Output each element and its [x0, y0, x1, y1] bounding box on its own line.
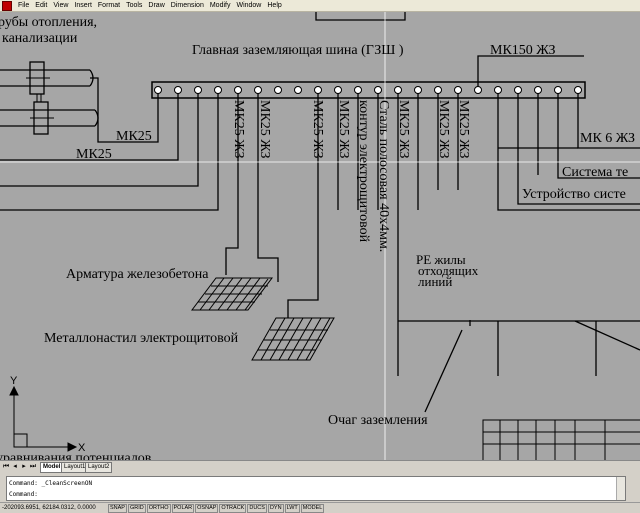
label-mk6: МК 6 ЖЗ — [580, 131, 635, 146]
label-mk25zh-3: МК25 ЖЗ — [310, 100, 325, 159]
command-scrollbar[interactable] — [616, 477, 625, 500]
osnap-toggle[interactable]: OSNAP — [195, 503, 219, 513]
label-system-te: Система те — [562, 165, 628, 180]
label-equalization: уравнивания потенциалов — [0, 451, 152, 460]
label-mk25zh-7: МК25 ЖЗ — [456, 100, 471, 159]
ucs-y-label: Y — [10, 375, 18, 387]
snap-toggle[interactable]: SNAP — [108, 503, 127, 513]
tab-model[interactable]: Model — [40, 462, 64, 473]
label-rebar: Арматура железобетона — [66, 267, 209, 282]
command-line-1: Command: _CleanScreenON — [9, 480, 93, 487]
lwt-toggle[interactable]: LWT — [284, 503, 300, 513]
drawing-svg[interactable]: рубы отопления, канализации Главная зазе… — [0, 12, 640, 460]
grid-toggle[interactable]: GRID — [127, 503, 146, 513]
tab-next-icon[interactable]: ▸ — [22, 463, 26, 470]
label-mk150: МК150 ЖЗ — [490, 43, 556, 58]
label-pe-1: РЕ жилы — [416, 252, 466, 267]
autocad-app-icon[interactable] — [2, 0, 12, 11]
dyn-toggle[interactable]: DYN — [267, 503, 284, 513]
tab-last-icon[interactable]: ⏭ — [29, 463, 37, 470]
model-toggle[interactable]: MODEL — [300, 503, 325, 513]
tab-layout2[interactable]: Layout2 — [85, 462, 113, 473]
menu-window[interactable]: Window — [236, 1, 262, 9]
menu-insert[interactable]: Insert — [74, 1, 92, 9]
label-pipes-heating: рубы отопления, — [0, 15, 97, 30]
label-pe-3: линий — [418, 274, 452, 289]
menu-bar: File Edit View Insert Format Tools Draw … — [0, 0, 640, 12]
command-line-2[interactable]: Command: — [9, 491, 38, 498]
otrack-toggle[interactable]: OTRACK — [219, 503, 247, 513]
ortho-toggle[interactable]: ORTHO — [146, 503, 171, 513]
label-ground-hearth: Очаг заземления — [328, 413, 428, 428]
status-bar: -202093.6951, 62184.0312, 0.0000 SNAP GR… — [0, 502, 640, 513]
label-mk25zh-1: МК25 ЖЗ — [231, 100, 246, 159]
layout-tabs-bar: ⏮ ◂ ▸ ⏭ Model Layout1 Layout2 — [0, 460, 640, 473]
menu-file[interactable]: File — [18, 1, 30, 9]
label-mk25zh-4: МК25 ЖЗ — [336, 100, 351, 159]
label-mk25-a: МК25 — [116, 129, 152, 144]
label-metal-floor: Металлонастил электрощитовой — [44, 331, 239, 346]
menu-view[interactable]: View — [53, 1, 69, 9]
label-mk25zh-5: МК25 ЖЗ — [396, 100, 411, 159]
coordinate-readout: -202093.6951, 62184.0312, 0.0000 — [2, 505, 96, 511]
menu-tools[interactable]: Tools — [126, 1, 143, 9]
label-pe-2: отходящих — [418, 263, 479, 278]
menu-draw[interactable]: Draw — [148, 1, 165, 9]
command-window: Command: _CleanScreenON Command: — [0, 473, 640, 502]
tab-first-icon[interactable]: ⏮ — [2, 463, 10, 470]
drawing-canvas[interactable]: рубы отопления, канализации Главная зазе… — [0, 12, 640, 460]
menu-dimension[interactable]: Dimension — [170, 1, 204, 9]
menu-format[interactable]: Format — [97, 1, 121, 9]
label-sewerage: канализации — [2, 31, 78, 46]
label-device-sys: Устройство систе — [522, 187, 626, 202]
label-mk25zh-6: МК25 ЖЗ — [436, 100, 451, 159]
ducs-toggle[interactable]: DUCS — [247, 503, 267, 513]
ucs-x-label: X — [78, 442, 86, 454]
label-mk25-b: МК25 — [76, 147, 112, 162]
menu-edit[interactable]: Edit — [35, 1, 48, 9]
label-mk25zh-2: МК25 ЖЗ — [257, 100, 272, 159]
polar-toggle[interactable]: POLAR — [171, 503, 195, 513]
tab-prev-icon[interactable]: ◂ — [13, 463, 17, 470]
label-ground-contour: контур электрощитовой — [356, 100, 371, 243]
label-steel-strip: Сталь полосовая 40х4мм. — [376, 100, 391, 252]
label-main-bus: Главная заземляющая шина (ГЗШ ) — [192, 43, 404, 58]
menu-modify[interactable]: Modify — [209, 1, 231, 9]
menu-help[interactable]: Help — [267, 1, 282, 9]
command-history[interactable]: Command: _CleanScreenON Command: — [6, 476, 626, 501]
